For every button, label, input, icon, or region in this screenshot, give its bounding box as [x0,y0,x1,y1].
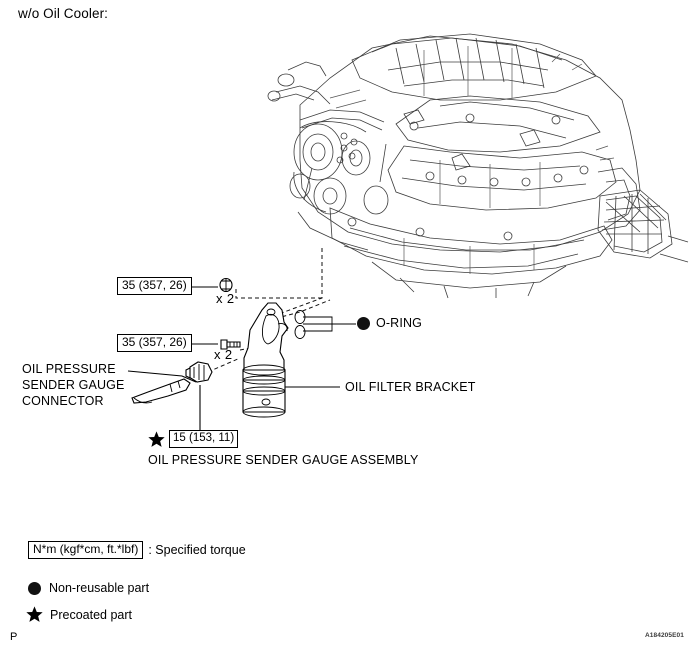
figure-code: A184205E01 [645,632,684,639]
legend-precoated-row: Precoated part [26,606,132,623]
o-ring-label: O-RING [376,316,423,330]
legend-non-reusable-icon [28,581,41,595]
connector-label-line-3: CONNECTOR [22,394,104,408]
legend-non-reusable-row: Non-reusable part [28,581,149,595]
lower-bolt-torque-box: 35 (357, 26) [117,334,192,352]
legend-precoated-label: Precoated part [50,607,132,622]
legend-torque-unit-desc: : Specified torque [148,543,246,557]
legend-precoated-icon [26,606,43,622]
non-reusable-part-icon [357,316,370,330]
sender-gauge-torque-group: 15 (153, 11) [148,430,239,448]
page-title: w/o Oil Cooler: [18,6,109,21]
oil-filter-bracket-part [242,302,289,418]
page-marker: P [10,631,18,643]
sender-gauge-connector-part [131,378,191,404]
legend-torque-unit-row: N*m (kgf*cm, ft.*lbf) : Specified torque [28,541,246,559]
connector-label-line-2: SENDER GAUGE [22,378,125,392]
legend-torque-unit-box: N*m (kgf*cm, ft.*lbf) [28,541,144,559]
upper-bolt-quantity: x 2 [216,291,235,306]
sender-gauge-torque-box: 15 (153, 11) [169,430,239,448]
sender-gauge-assembly-part [185,361,213,383]
o-ring-callout: O-RING [357,315,422,331]
precoated-part-icon [148,430,165,447]
oil-pressure-sender-gauge-assembly-label: OIL PRESSURE SENDER GAUGE ASSEMBLY [148,453,419,467]
upper-bolt-part [219,277,233,293]
upper-bolt-torque-box: 35 (357, 26) [117,277,192,295]
oil-pressure-sender-gauge-connector-callout: OIL PRESSURE SENDER GAUGE CONNECTOR [22,361,125,409]
lower-bolt-quantity: x 2 [214,347,233,362]
connector-label-line-1: OIL PRESSURE [22,362,116,376]
legend-non-reusable-label: Non-reusable part [49,581,150,595]
oil-filter-bracket-label: OIL FILTER BRACKET [345,380,476,394]
